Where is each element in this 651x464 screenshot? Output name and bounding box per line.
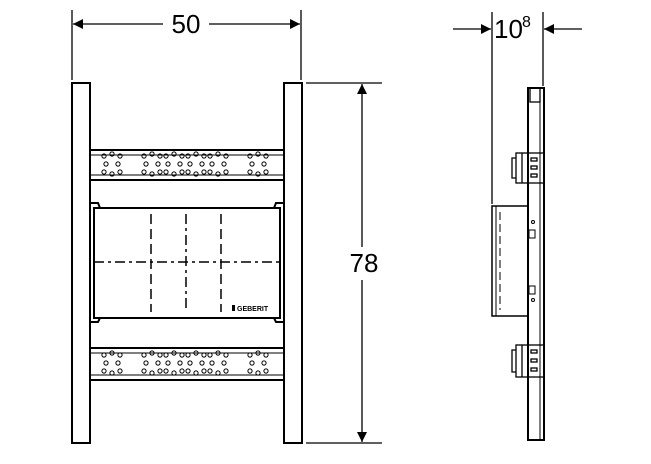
height-dimension-label: 78 bbox=[350, 248, 379, 278]
right-rail bbox=[283, 82, 303, 444]
logo-text: GEBERIT bbox=[237, 306, 269, 313]
left-rail bbox=[71, 82, 91, 444]
depth-dimension bbox=[453, 12, 582, 204]
front-view: GEBERIT bbox=[71, 82, 303, 444]
geberit-logo: GEBERIT bbox=[232, 305, 269, 313]
bottom-mounting-bracket bbox=[89, 347, 285, 381]
side-view bbox=[491, 87, 545, 441]
side-plate-projection bbox=[491, 205, 536, 317]
height-dimension bbox=[306, 82, 382, 444]
depth-dimension-label: 10 bbox=[494, 14, 523, 44]
width-dimension bbox=[71, 10, 302, 80]
upper-bracket-clip bbox=[511, 152, 545, 184]
depth-dimension-superscript: 8 bbox=[522, 14, 531, 31]
top-mounting-bracket bbox=[89, 149, 285, 181]
lower-bracket-clip bbox=[511, 344, 545, 378]
central-mounting-plate bbox=[90, 202, 284, 323]
width-dimension-label: 50 bbox=[172, 9, 201, 39]
side-rail bbox=[527, 87, 545, 441]
